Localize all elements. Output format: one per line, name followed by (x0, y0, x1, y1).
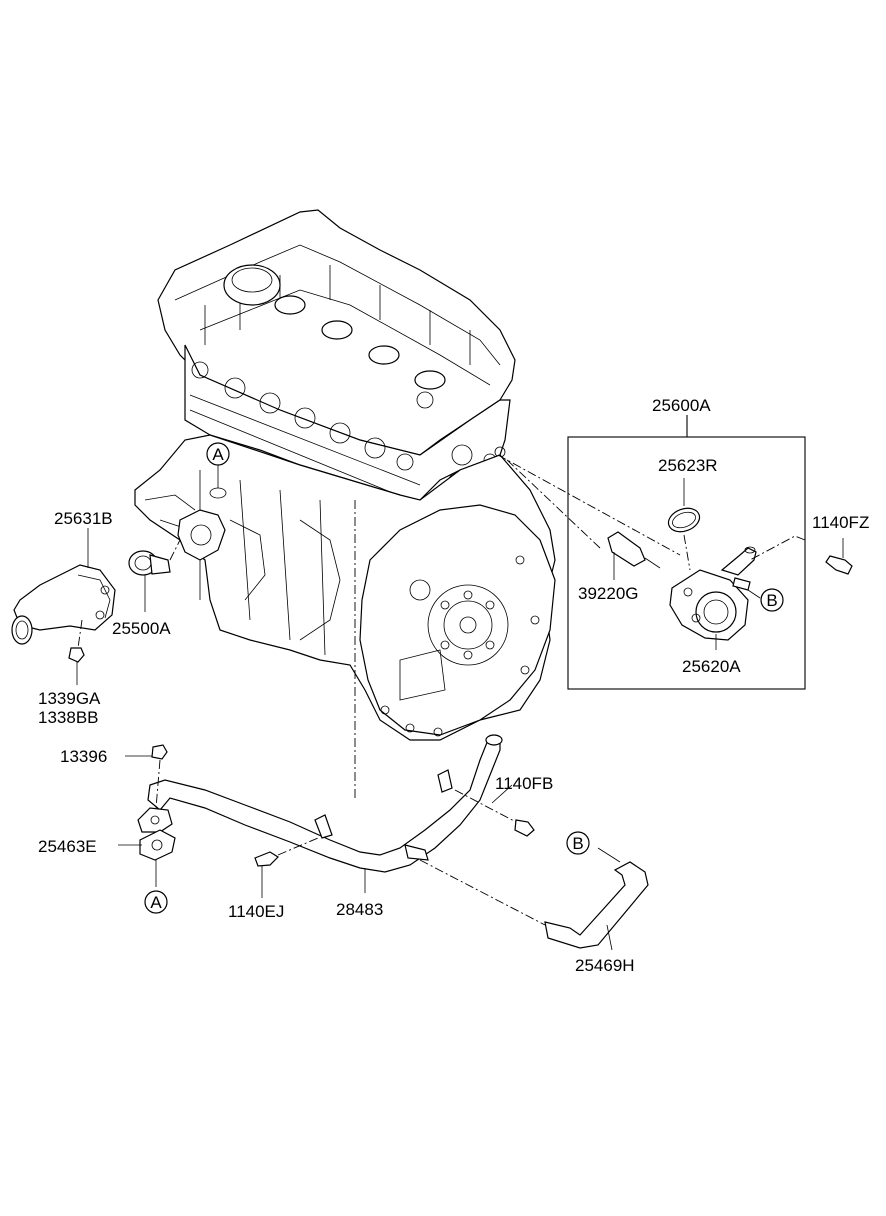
callout-a-top-text: A (212, 445, 224, 464)
callout-a-bottom: A (144, 890, 168, 914)
label-13396: 13396 (60, 747, 107, 766)
callout-b-bottom: B (566, 831, 590, 855)
label-1140FB: 1140FB (495, 774, 553, 793)
label-25631B: 25631B (54, 509, 113, 528)
callout-a-top: A (206, 442, 230, 488)
thermostat-assembly (11, 528, 181, 685)
water-pipe-assembly (118, 734, 649, 951)
callout-b-right-text: B (766, 591, 777, 610)
water-inlet-assembly-box (567, 415, 853, 690)
label-25500A: 25500A (112, 619, 171, 638)
callout-b-right: B (760, 588, 784, 612)
label-25620A: 25620A (682, 657, 741, 676)
label-1339GA: 1339GA (38, 689, 101, 708)
label-1140EJ: 1140EJ (228, 902, 284, 921)
callout-a-bottom-text: A (150, 893, 162, 912)
label-1140FZ: 1140FZ (812, 513, 869, 532)
engine-assembly (134, 209, 556, 741)
label-25623R: 25623R (658, 456, 718, 475)
label-1338BB: 1338BB (38, 708, 99, 727)
label-25600A: 25600A (652, 396, 711, 415)
label-39220G: 39220G (578, 584, 639, 603)
label-28483: 28483 (336, 900, 383, 919)
label-25469H: 25469H (575, 956, 635, 975)
label-25463E: 25463E (38, 837, 97, 856)
callout-b-bottom-text: B (572, 834, 583, 853)
